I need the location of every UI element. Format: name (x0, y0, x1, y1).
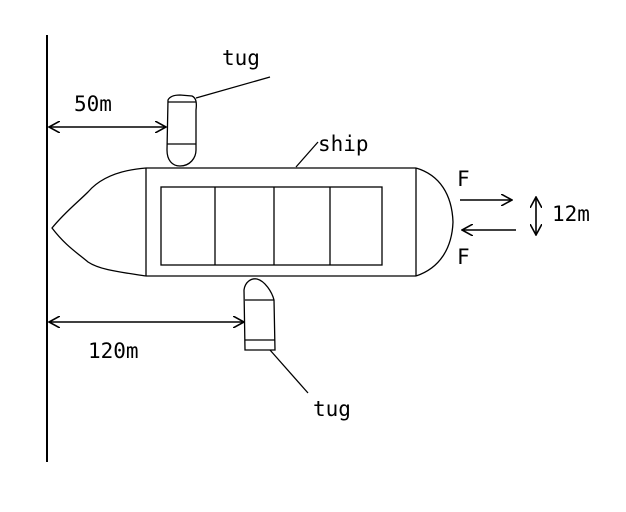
tug-bottom-hull (243, 278, 276, 351)
tug-top-leader (195, 76, 271, 99)
cargo-hold (160, 186, 383, 266)
separation-label: 12m (552, 202, 590, 226)
ship-label: ship (318, 132, 369, 156)
tug-top (166, 76, 271, 167)
tug-top-hull (166, 94, 198, 167)
ship (51, 167, 454, 277)
tug-bottom-label: tug (313, 397, 351, 421)
distance-label-50m: 50m (74, 92, 112, 116)
tug-bottom-leader (269, 349, 309, 394)
tug-top-label: tug (222, 46, 260, 70)
ship-leader (295, 141, 319, 168)
tug-bottom (243, 278, 309, 394)
force-label-top: F (457, 167, 470, 191)
force-label-bottom: F (457, 245, 470, 269)
distance-label-120m: 120m (88, 339, 139, 363)
ship-stern (415, 167, 454, 277)
ship-bow (51, 167, 147, 277)
